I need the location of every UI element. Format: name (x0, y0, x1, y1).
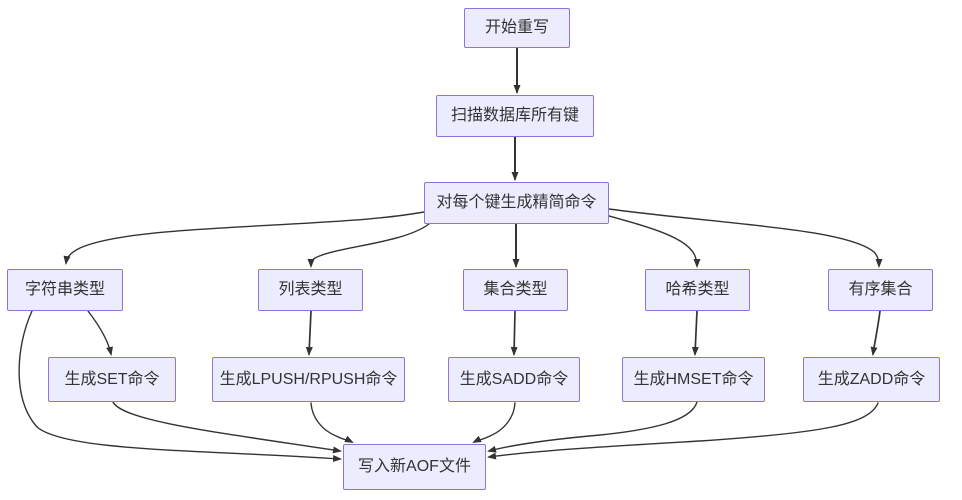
node-gen-label: 对每个键生成精简命令 (436, 194, 597, 211)
edge-type-list-cmd-push (305, 310, 313, 356)
edge-type-zset-cmd-zadd (870, 310, 881, 356)
node-type-list: 列表类型 (258, 269, 363, 311)
edge-type-string-cmd-set (87, 310, 113, 356)
edge-cmd-sadd-write (472, 402, 516, 443)
node-type-list-label: 列表类型 (278, 281, 343, 298)
node-scan: 扫描数据库所有键 (436, 95, 594, 137)
node-cmd-hmset-label: 生成HMSET命令 (633, 370, 754, 388)
node-cmd-set-label: 生成SET命令 (64, 370, 160, 388)
edge-type-string-write (18, 310, 342, 463)
edge-cmd-hmset-write (487, 401, 698, 453)
node-cmd-sadd: 生成SADD命令 (448, 357, 580, 402)
edge-cmd-zadd-write (487, 402, 879, 460)
node-type-zset: 有序集合 (828, 269, 933, 311)
node-cmd-push-label: 生成LPUSH/RPUSH命令 (219, 370, 398, 388)
node-scan-label: 扫描数据库所有键 (450, 107, 579, 124)
node-cmd-set: 生成SET命令 (48, 357, 176, 402)
node-type-string-label: 字符串类型 (24, 281, 105, 298)
edge-cmd-set-write (112, 401, 342, 454)
edge-gen-type-zset (608, 208, 883, 268)
node-type-zset-label: 有序集合 (848, 281, 913, 298)
node-type-set-label: 集合类型 (483, 281, 548, 298)
node-start: 开始重写 (464, 8, 570, 48)
edge-type-hash-cmd-hmset (691, 310, 699, 356)
edge-type-set-cmd-sadd (510, 310, 518, 356)
edge-gen-type-string (63, 211, 425, 265)
node-cmd-push: 生成LPUSH/RPUSH命令 (212, 357, 405, 402)
node-cmd-zadd-label: 生成ZADD命令 (817, 370, 926, 388)
node-type-hash: 哈希类型 (645, 269, 750, 311)
node-start-label: 开始重写 (484, 19, 549, 36)
node-write: 写入新AOF文件 (343, 444, 486, 490)
node-cmd-zadd: 生成ZADD命令 (803, 357, 940, 402)
node-type-string: 字符串类型 (7, 269, 123, 311)
node-type-set: 集合类型 (463, 269, 568, 311)
node-cmd-sadd-label: 生成SADD命令 (459, 370, 569, 388)
node-type-hash-label: 哈希类型 (665, 281, 730, 298)
edge-gen-type-list (307, 223, 430, 268)
edge-cmd-push-write (310, 402, 354, 443)
node-gen: 对每个键生成精简命令 (424, 182, 609, 224)
node-cmd-hmset: 生成HMSET命令 (622, 357, 765, 402)
edge-gen-type-hash (608, 215, 701, 268)
node-write-label: 写入新AOF文件 (358, 458, 471, 475)
